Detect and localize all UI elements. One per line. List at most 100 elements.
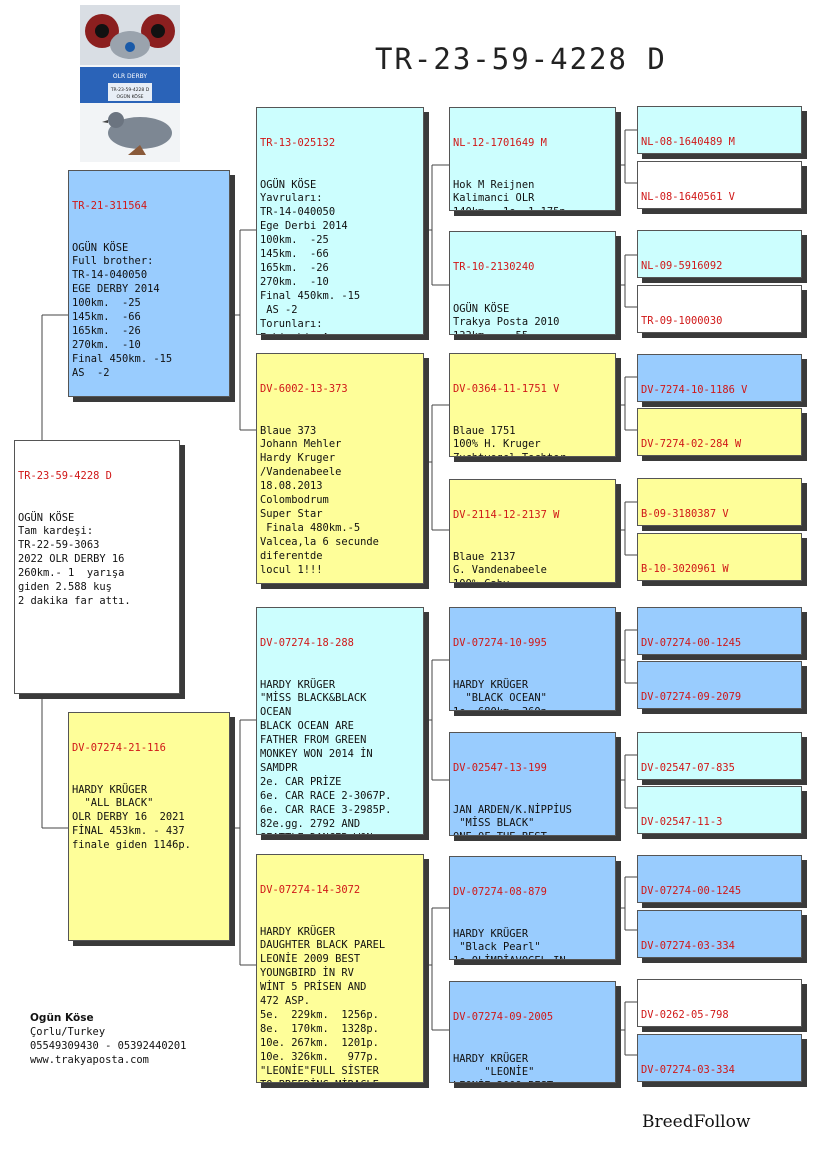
pedigree-box-g9: DV-07274-00-1245 HARDY KRÜGER "Bacek Pow… [637,607,802,655]
box-line: Finala 480km.-5 [260,521,361,534]
box-line: HARDY KRÜGER [453,927,529,940]
box-line: OGÜN KÖSE [72,241,129,254]
box-line: SEATTLE DANCER WON [260,832,420,835]
ring-number: DV-07274-21-116 [72,741,166,754]
pedigree-box-g7: B-09-3180387 V Gaby Vandenabeele"Sohn Ba… [637,478,802,526]
box-line: 6e. CAR RACE 3-2985P. [260,803,392,816]
box-line: Yavruları: [260,192,323,205]
pedigree-box-dds: DV-07274-08-879 HARDY KRÜGER "Black Pear… [449,856,616,960]
box-line: HARDY KRÜGER [453,678,529,691]
ring-number: DV-0364-11-1751 V [453,382,560,395]
box-line: WİNT 5 PRİSEN AND [260,981,367,994]
box-line: Blaue 373 [260,424,317,437]
box-line: 1e. 680km. 360p. [453,706,612,710]
box-line: 1e.OLİMPİAVOGEL IN [453,955,612,959]
box-lines: HARDY KRÜGER "LEONİE"LEONİE 2009 BESTYOU… [453,1053,612,1082]
ring-number: NL-09-5916092 [641,259,723,272]
ring-number: DV-7274-10-1186 V [641,383,748,396]
pedigree-box-g11: DV-02547-07-835 JAN ARDEN/K.NİPPİUS [637,732,802,780]
box-line: "MİSS BLACK&BLACK [260,692,367,705]
box-line: Torunları: [260,317,323,330]
owner-location: Çorlu/Turkey [30,1026,106,1038]
box-line: locul 1!!! [260,563,323,576]
box-line: FATHER FROM GREEN [260,734,367,747]
ring-number: DV-0262-05-798 [641,1008,729,1021]
box-line: 100km. -25 [260,234,329,247]
pedigree-box-dsd: DV-02547-13-199 JAN ARDEN/K.NİPPİUS "MİS… [449,732,616,836]
owner-website[interactable]: www.trakyaposta.com [30,1054,149,1066]
box-line: "Black Pearl" [453,941,541,954]
photo-card-ring: TR-23-59-4228 D [110,87,150,93]
box-line: 8e. 170km. 1328p. [260,1022,379,1035]
ring-number: TR-10-2130240 [453,260,535,273]
box-line: YOUNGBIRD İN RV [260,967,354,980]
box-line: Trakya Posta 2010 [453,316,560,329]
box-line: 270km. -10 [260,275,329,288]
box-line: FİNAL 453km. - 437 [72,825,185,838]
pedigree-box-g15: DV-0262-05-798 STREETFIGHTERSCHELLENS&VA… [637,979,802,1027]
ring-number: DV-7274-02-284 W [641,437,742,450]
box-line: "BLACK OCEAN" [453,692,547,705]
box-line: G. Vandenabeele [453,564,547,577]
box-line: OGÜN KÖSE [18,511,75,524]
box-line: 145km. -66 [72,311,141,324]
box-line: Super Star [260,507,323,520]
box-line: 165km. -26 [72,324,141,337]
ring-number: DV-07274-00-1245 [641,636,742,649]
box-line: 133km. -55 [453,330,612,334]
box-line: 18.08.2013 [260,480,323,493]
pedigree-title: TR-23-59-4228 D [375,42,667,76]
box-line: diferentde [260,549,323,562]
box-line: 260km.- 1 yarışa [18,567,125,580]
pedigree-box-g14: DV-07274-03-334 HARDY KRÜGER "Dior" [637,910,802,958]
pedigree-box-dss: DV-07274-10-995 HARDY KRÜGER "BLACK OCEA… [449,607,616,711]
box-line: Johann Mehler [260,438,342,451]
pedigree-box-g10: DV-07274-09-2079 HARDY KRÜGER "LETİZİA" [637,661,802,709]
ring-number: B-09-3180387 V [641,507,729,520]
box-line: 100km. -25 [72,297,141,310]
box-line: OLR DERBY 16 2021 [72,811,185,824]
ring-number: B-10-3020961 W [641,562,729,575]
box-line: TR-22-59-3063 [18,539,100,552]
box-line: Hok M Reijnen [453,178,535,191]
box-line: finale giden 1146p. [72,839,191,852]
box-line: LEONİE 2009 BEST [453,1080,612,1082]
box-line: HARDY KRÜGER [72,783,148,796]
box-line: giden 2.588 kuş [18,581,112,594]
box-line: Kalimanci OLR [453,192,535,205]
pedigree-box-g5: DV-7274-10-1186 V H.Kuger"Sohn Black Pea… [637,354,802,402]
box-line: EGE DERBY 2014 [72,283,160,296]
ring-number: DV-02547-13-199 [453,761,547,774]
brand-label: BreedFollow [642,1112,751,1132]
photo-card-owner: OGÜN KÖSE [116,93,143,100]
ring-number: TR-09-1000030 [641,314,723,327]
ring-number: DV-07274-18-288 [260,636,354,649]
box-line: HARDY KRÜGER [260,678,336,691]
ring-number: TR-21-311564 [72,199,148,212]
box-line: AS -2 [72,366,110,379]
box-lines: HARDY KRÜGER "BLACK OCEAN"1e. 680km. 360… [453,678,612,710]
box-line: "LEONİE"FULL SİSTER [260,1064,379,1077]
owner-contact: Ogün Köse Çorlu/Turkey 05549309430 - 053… [30,1011,186,1067]
ring-number: DV-07274-09-2005 [453,1010,554,1023]
box-line: 10e. 326km. 977p. [260,1050,379,1063]
box-line: DAUGHTER BLACK PAREL [260,939,386,952]
box-line: Valcea,la 6 secunde [260,535,379,548]
box-line: "LEONİE" [453,1066,535,1079]
pedigree-box-g2: NL-08-1640561 V Strain Vandenabeele"561 … [637,161,802,209]
box-line: Hardy Kruger [260,452,336,465]
